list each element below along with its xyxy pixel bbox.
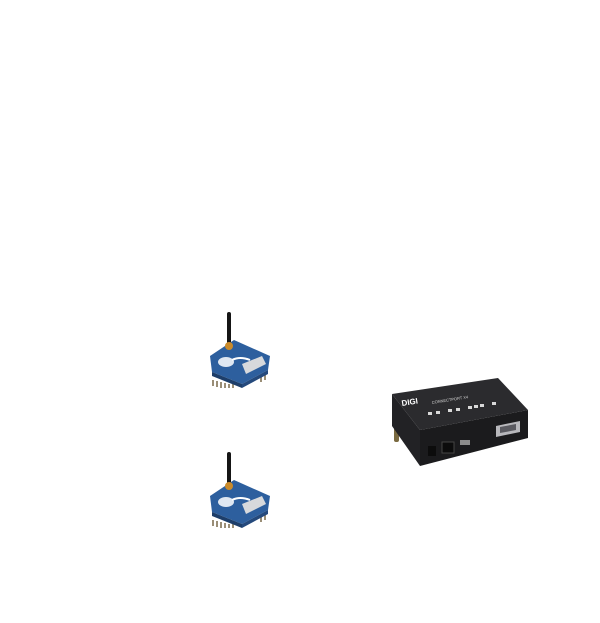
module-board: [210, 340, 270, 384]
brand-text: DIGI: [401, 397, 419, 408]
xbee-module-1: [204, 312, 276, 388]
xbee-module-image: [210, 452, 270, 528]
gateway-top: [392, 378, 528, 430]
model-text: CONNECTPORT X4: [431, 394, 469, 405]
module-board: [210, 480, 270, 524]
gateway-image: DIGI CONNECTPORT X4: [392, 378, 528, 466]
xbee-module-image: [210, 312, 270, 388]
antenna: [227, 452, 231, 484]
connectport-gateway: DIGI CONNECTPORT X4: [388, 374, 530, 478]
antenna: [227, 312, 231, 344]
xbee-module-2: [204, 452, 276, 528]
